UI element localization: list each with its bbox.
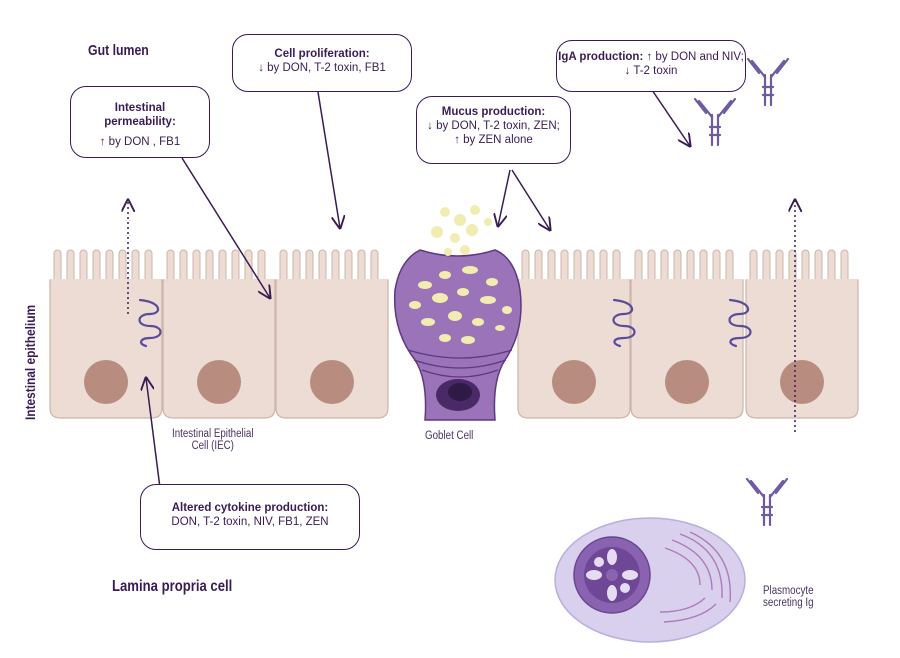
plasmocyte bbox=[554, 517, 746, 643]
iec-label: Intestinal Epithelial Cell (IEC) bbox=[166, 428, 260, 452]
mucus-box: Mucus production: ↓ by DON, T-2 toxin, Z… bbox=[416, 96, 571, 164]
lamina-propria-label: Lamina propria cell bbox=[112, 578, 233, 595]
mucus-title: Mucus production: bbox=[441, 106, 546, 118]
tight-junction bbox=[138, 298, 162, 348]
epithelial-cell bbox=[49, 249, 163, 419]
epithelial-cell bbox=[745, 249, 859, 419]
iec-label-line2: Cell (IEC) bbox=[191, 440, 234, 452]
cytokine-effect: DON, T-2 toxin, NIV, FB1, ZEN bbox=[171, 516, 329, 528]
gut-lumen-label: Gut lumen bbox=[88, 42, 149, 59]
cytokine-title: Altered cytokine production: bbox=[171, 502, 329, 514]
iga-effect-1: ↑ by DON and NIV; bbox=[643, 51, 744, 63]
intestinal-epithelium-label: Intestinal epithelium bbox=[22, 304, 38, 420]
iga-line1: IgA production: ↑ by DON and NIV; bbox=[557, 50, 745, 64]
goblet-cell bbox=[393, 249, 522, 421]
iga-box: IgA production: ↑ by DON and NIV; ↓ T-2 … bbox=[556, 40, 746, 92]
antibody-icon bbox=[693, 97, 737, 147]
mucus-droplets bbox=[431, 205, 492, 256]
epithelial-cell bbox=[630, 249, 744, 419]
antibody-icon bbox=[745, 477, 789, 527]
permeability-arrow bbox=[181, 157, 270, 298]
plasmocyte-label: Plasmocyte secreting Ig bbox=[763, 585, 814, 609]
permeability-box: Intestinal permeability: ↑ by DON , FB1 bbox=[70, 86, 210, 158]
mucus-effect-1: ↓ by DON, T-2 toxin, ZEN; bbox=[427, 120, 560, 132]
tight-junction bbox=[728, 298, 752, 348]
mucus-arrow-left bbox=[498, 169, 511, 226]
mucus-arrow-right bbox=[511, 169, 550, 230]
tight-junction bbox=[612, 298, 636, 348]
goblet-cell-label: Goblet Cell bbox=[425, 430, 474, 442]
iec-label-line1: Intestinal Epithelial bbox=[171, 428, 254, 440]
proliferation-box: Cell proliferation: ↓ by DON, T-2 toxin,… bbox=[232, 34, 412, 92]
permeability-title-2: permeability: bbox=[104, 116, 176, 128]
plasmocyte-label-line2: secreting Ig bbox=[763, 597, 814, 609]
permeability-title-1: Intestinal bbox=[114, 102, 166, 114]
iga-arrow bbox=[651, 89, 690, 146]
mucus-effect-2: ↑ by ZEN alone bbox=[454, 134, 533, 146]
cytokine-arrow bbox=[146, 378, 161, 489]
permeability-effect: ↑ by DON , FB1 bbox=[99, 136, 181, 148]
proliferation-effect: ↓ by DON, T-2 toxin, FB1 bbox=[258, 62, 386, 74]
iga-title: IgA production: bbox=[558, 51, 644, 63]
proliferation-arrow bbox=[317, 91, 340, 228]
epithelial-cell bbox=[162, 249, 276, 419]
epithelial-cell bbox=[517, 249, 631, 419]
cytokine-box: Altered cytokine production: DON, T-2 to… bbox=[140, 484, 360, 550]
antibody-icon bbox=[746, 57, 790, 107]
proliferation-title: Cell proliferation: bbox=[274, 48, 370, 60]
epithelial-cell bbox=[275, 249, 389, 419]
plasmocyte-label-line1: Plasmocyte bbox=[763, 585, 814, 597]
iga-effect-2: ↓ T-2 toxin bbox=[624, 65, 678, 77]
